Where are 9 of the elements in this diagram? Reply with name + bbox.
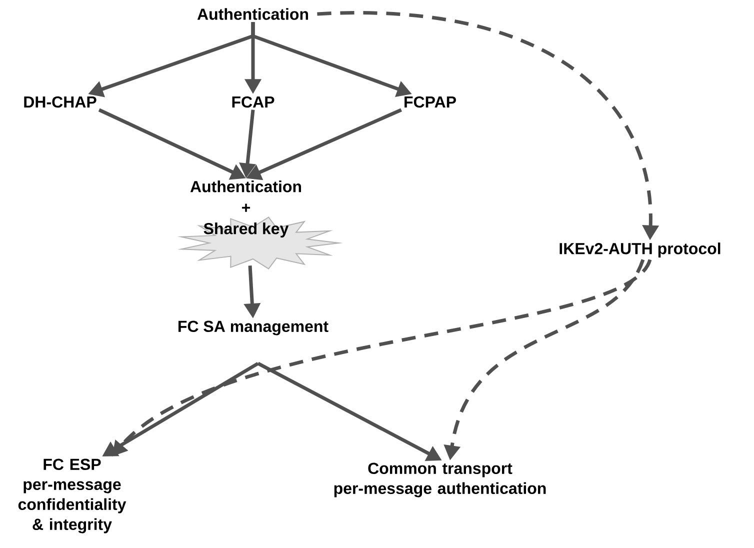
label-text: Authentication	[197, 8, 308, 20]
label-text: FCPAP	[404, 96, 456, 108]
label-text: IKEv2-AUTH protocol	[560, 242, 720, 258]
label-text: FC ESP per-message confidentiality & integrity	[18, 458, 126, 534]
label-text: DH-CHAP	[24, 96, 96, 108]
label-text: Authentication + Shared key	[190, 180, 302, 238]
label-text: FC SA management	[178, 320, 328, 336]
label-text: Common transport per-message authentication	[334, 462, 546, 498]
label-text: FCAP	[232, 96, 274, 108]
